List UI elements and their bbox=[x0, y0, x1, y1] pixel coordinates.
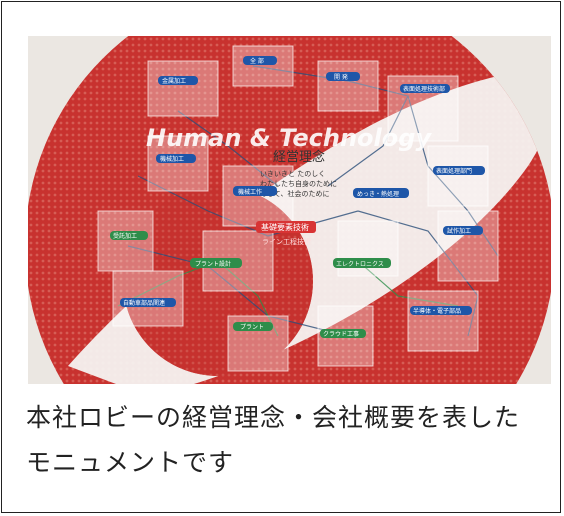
pill-c3: プラント bbox=[240, 324, 264, 331]
core-tech-sub: ライン工程技術 bbox=[262, 237, 311, 246]
pill-top4: 表面処理技術部 bbox=[403, 85, 445, 93]
philosophy-title: 経営理念 bbox=[273, 149, 325, 165]
philosophy-line-1: いきいきと たのしく bbox=[260, 170, 325, 178]
caption-line-2: モニュメントです bbox=[26, 448, 235, 477]
pill-top3: 開 発 bbox=[334, 73, 348, 81]
caption-line-1: 本社ロビーの経営理念・会社概要を表した bbox=[26, 403, 521, 432]
pill-b3: 半導体・電子部品 bbox=[413, 307, 461, 315]
pill-r2: 表面処理部門 bbox=[436, 167, 472, 175]
pill-c1: プラント設計 bbox=[195, 260, 231, 268]
photo-heading: Human & Technology bbox=[146, 124, 432, 152]
monument-photo: Human & Technology 経営理念 いきいきと たのしく わたしたち… bbox=[28, 36, 551, 384]
pill-l2: 機械工作 bbox=[238, 188, 262, 196]
photo-caption: 本社ロビーの経営理念・会社概要を表した モニュメントです bbox=[26, 395, 556, 485]
pill-b1: エレクトロニクス bbox=[336, 261, 384, 268]
pill-c2: 自動車部品関連 bbox=[123, 299, 165, 307]
pill-b2: クラウド工事 bbox=[323, 330, 359, 338]
pill-l1: 機械加工 bbox=[160, 155, 184, 163]
pill-r3: 試作加工 bbox=[447, 227, 471, 235]
pill-top2: 金属加工 bbox=[162, 77, 186, 85]
pill-top1: 全 部 bbox=[250, 57, 264, 65]
pill-l3: 受託加工 bbox=[113, 232, 137, 240]
core-tech-title: 基礎要素技術 bbox=[261, 222, 309, 232]
philosophy-line-2: わたしたち自身のために bbox=[260, 179, 337, 188]
philosophy-line-3: そして、社会のために bbox=[260, 189, 329, 198]
pill-r1: めっき・熱処理 bbox=[357, 190, 399, 198]
